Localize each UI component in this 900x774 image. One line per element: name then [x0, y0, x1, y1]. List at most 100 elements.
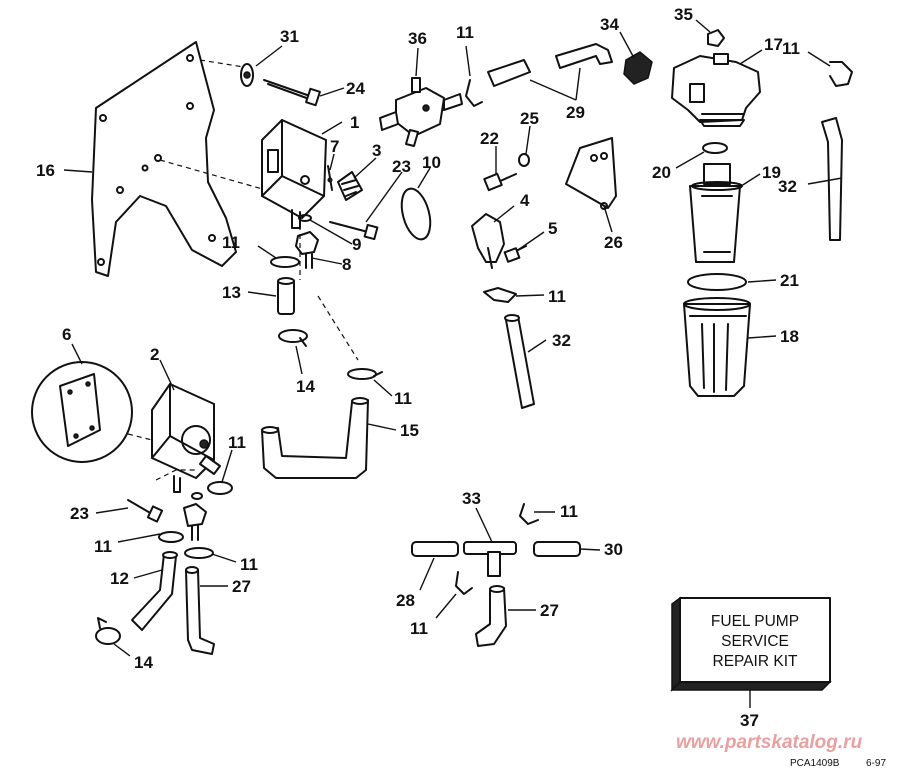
part-26-bracket	[565, 137, 617, 210]
callout-20: 20	[652, 163, 671, 182]
callout-35: 35	[674, 5, 693, 24]
callout-8-upper: 8	[342, 255, 351, 274]
callout-25: 25	[520, 109, 539, 128]
part-16-mounting-plate	[91, 41, 267, 277]
part-24-screw	[263, 79, 321, 107]
callout-7: 7	[330, 137, 339, 156]
part-20-o-ring	[702, 142, 728, 154]
callout-11-e: 11	[394, 389, 412, 408]
part-14-clip-lower	[95, 617, 121, 645]
callout-5: 5	[548, 219, 557, 238]
callout-31: 31	[280, 27, 299, 46]
callout-19: 19	[762, 163, 781, 182]
part-22-screw	[483, 172, 517, 192]
callout-11-h: 11	[240, 555, 258, 574]
part-12-hose	[131, 551, 178, 631]
part-4-cover	[471, 213, 505, 269]
callout-10: 10	[422, 153, 441, 172]
part-32-hose-middle	[504, 314, 535, 409]
part-18-filter-bowl	[683, 297, 751, 397]
part-35-nut	[707, 29, 725, 47]
callout-18: 18	[780, 327, 799, 346]
callout-14-upper: 14	[296, 377, 315, 396]
callout-34: 34	[600, 15, 619, 34]
callout-2: 2	[150, 345, 159, 364]
part-37-repair-kit-box: FUEL PUMP SERVICE REPAIR KIT	[670, 596, 832, 692]
callout-13: 13	[222, 283, 241, 302]
callout-27-lower-left: 27	[232, 577, 251, 596]
part-21-o-ring	[687, 273, 747, 291]
callout-21: 21	[780, 271, 799, 290]
callout-11-g: 11	[94, 537, 112, 556]
part-13-hose	[277, 277, 295, 315]
part-27-hose-center	[475, 585, 507, 647]
part-11-clamp-lower-a	[207, 481, 233, 495]
part-17-filter-head	[671, 53, 761, 127]
drawing-date: 6-97	[866, 758, 886, 769]
callout-36: 36	[408, 29, 427, 48]
callout-28: 28	[396, 591, 415, 610]
callout-24: 24	[346, 79, 365, 98]
part-3-filter-screen	[337, 171, 363, 201]
part-23-screw-upper	[329, 221, 379, 241]
part-29-hoses	[487, 43, 613, 87]
part-11-clamp-lower-b	[158, 531, 184, 543]
callout-14-lower: 14	[134, 653, 153, 672]
kit-label-line-1: FUEL PUMP	[711, 613, 799, 630]
callout-6: 6	[62, 325, 71, 344]
part-5-screw	[503, 245, 527, 263]
callout-15: 15	[400, 421, 419, 440]
callout-12: 12	[110, 569, 129, 588]
callout-11-j: 11	[410, 619, 428, 638]
part-11-clamp-near-15	[347, 368, 383, 380]
callout-11-i: 11	[560, 502, 578, 521]
callout-32-right: 32	[778, 177, 797, 196]
callout-27-center: 27	[540, 601, 559, 620]
part-11-clamp-top-right	[829, 61, 853, 87]
callout-11-d: 11	[548, 287, 566, 306]
callout-3: 3	[372, 141, 381, 160]
callout-1: 1	[350, 113, 359, 132]
part-7-gasket	[327, 165, 333, 191]
part-14-clip-upper	[278, 329, 308, 347]
part-30-hose	[533, 541, 581, 557]
part-11-clamp-upper-left	[270, 256, 300, 268]
callout-23-upper: 23	[392, 157, 411, 176]
callout-32-middle: 32	[552, 331, 571, 350]
callout-labels: 1 2 3 4 5 6 7 8 9 10 11 11 11 11 11 11 1…	[36, 5, 800, 730]
callout-26: 26	[604, 233, 623, 252]
watermark-text: www.partskatalog.ru	[676, 732, 863, 753]
part-36-fuel-fitting	[379, 77, 463, 147]
callout-29: 29	[566, 103, 585, 122]
part-11-clamp-lower-c	[184, 547, 214, 559]
callout-9-upper: 9	[352, 235, 361, 254]
part-11-clamp-top	[465, 79, 483, 107]
part-8-fitting-upper	[295, 231, 319, 269]
callout-4: 4	[520, 191, 530, 210]
part-6-gasket-detail	[31, 361, 153, 463]
part-28-hose	[411, 541, 459, 557]
callout-11-b: 11	[456, 23, 474, 42]
callout-30: 30	[604, 540, 623, 559]
callout-22: 22	[480, 129, 499, 148]
part-34-cap	[623, 51, 653, 85]
kit-label-line-3: REPAIR KIT	[713, 653, 799, 670]
part-2-fuel-pump	[151, 383, 221, 493]
callout-11-a: 11	[222, 233, 240, 252]
kit-label-line-2: SERVICE	[721, 633, 789, 650]
callout-17: 17	[764, 35, 783, 54]
part-9-washer-lower	[191, 492, 203, 500]
callout-23-lower: 23	[70, 504, 89, 523]
leader-lines	[63, 19, 843, 708]
part-23-screw-lower	[127, 499, 164, 523]
part-19-filter-element	[689, 163, 743, 263]
drawing-code: PCA1409B	[790, 758, 840, 769]
part-1-fuel-pump	[261, 119, 327, 229]
part-11-clamp-center-top	[519, 503, 539, 525]
part-33-tee-fitting	[463, 541, 517, 577]
part-8-fitting-lower	[183, 503, 207, 541]
part-10-o-ring	[400, 187, 432, 241]
part-11-clamp-center-bottom	[455, 571, 473, 595]
callout-11-f: 11	[228, 433, 246, 452]
